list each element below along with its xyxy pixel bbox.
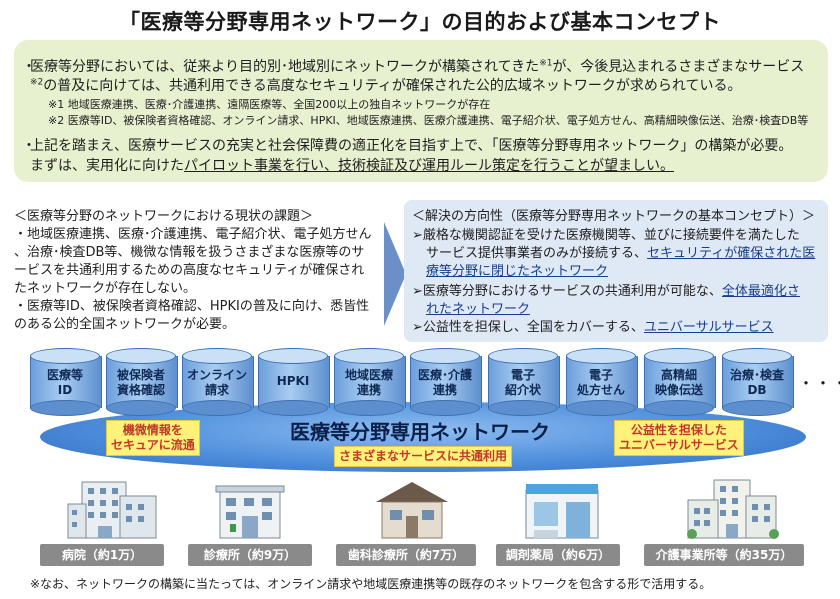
concept-line: ➢公益性を担保し、全国をカバーする、ユニバーサルサービス xyxy=(412,320,774,335)
more-services-ellipsis: ・・・・ xyxy=(798,374,840,393)
check-icon: ➢ xyxy=(412,320,423,335)
purpose-note-1: ※1 地域医療連携、医療･介護連携、遠隔医療等、全国200以上の独自ネットワーク… xyxy=(48,98,491,111)
purpose-line-1: 医療等分野においては、従来より目的別･地域別にネットワークが構築されてきた※1が… xyxy=(30,58,805,75)
issue-line: ービスを共通利用するための高度なセキュリティが確保され xyxy=(14,263,365,278)
network-title: 医療等分野専用ネットワーク xyxy=(290,420,550,444)
universal-service-label: 公益性を担保したユニバーサルサービス xyxy=(614,420,744,456)
footnote: ※なお、ネットワークの構築に当たっては、オンライン請求や地域医療連携等の既存のネ… xyxy=(30,577,712,591)
issues-heading: ＜医療等分野のネットワークにおける現状の課題＞ xyxy=(14,209,314,224)
facility-label-clinic: 診療所（約9万） xyxy=(188,544,312,566)
pharmacy-icon xyxy=(525,484,599,539)
concept-line: サービス提供事業者のみが接続する、セキュリティが確保された医 xyxy=(426,246,816,261)
issue-line: ・医療等ID、被保険者資格確認、HPKIの普及に向け、悉皆性 xyxy=(14,299,370,314)
purpose-line-2: ※2の普及に向けては、共通利用できる高度なセキュリティが確保された公的広域ネット… xyxy=(30,77,742,94)
concept-panel xyxy=(404,200,828,342)
direction-arrow xyxy=(384,222,406,326)
bullet-dot: ・ xyxy=(22,59,36,75)
purpose-panel xyxy=(14,40,828,182)
service-database-icon: 電子処方せん xyxy=(566,348,638,416)
hospital-icon xyxy=(67,481,157,539)
issue-line: たネットワークが存在しない。 xyxy=(14,281,197,296)
purpose-line-3: 上記を踏まえ、医療サービスの充実と社会保障費の適正化を目指す上で、「医療等分野専… xyxy=(30,138,793,154)
facility-label-hospital: 病院（約1万） xyxy=(40,544,164,566)
shared-use-label: さまざまなサービスに共通利用 xyxy=(334,446,513,467)
facility-label-pharmacy: 調剤薬局（約6万） xyxy=(496,544,620,566)
dental-clinic-icon xyxy=(376,482,448,539)
concept-line: ➢医療等分野におけるサービスの共通利用が可能な、全体最適化さ xyxy=(412,284,800,299)
care-facility-icon xyxy=(687,479,779,539)
concept-heading: ＜解決の方向性（医療等分野専用ネットワークの基本コンセプト）＞ xyxy=(412,209,816,224)
secure-flow-label: 機微情報をセキュアに流通 xyxy=(106,420,200,456)
page-title: 「医療等分野専用ネットワーク」の目的および基本コンセプト xyxy=(119,10,721,34)
service-database-icon: 被保険者資格確認 xyxy=(106,348,178,416)
concept-line: ➢厳格な機関認証を受けた医療機関等、並びに接続要件を満たした xyxy=(412,228,800,243)
service-database-icon: 電子紹介状 xyxy=(488,348,560,416)
service-database-icon: オンライン請求 xyxy=(182,348,254,416)
concept-line: 療等分野に閉じたネットワーク xyxy=(426,264,609,279)
facility-label-dental: 歯科診療所（約7万） xyxy=(336,544,476,566)
facility-label-care: 介護事業所等（約35万） xyxy=(644,544,804,566)
issue-line: のある公的全国ネットワークが必要。 xyxy=(14,317,236,332)
service-database-icon: HPKI xyxy=(258,348,330,416)
purpose-line-4: まずは、実用化に向けたパイロット事業を行い、技術検証及び運用ルール策定を行うこと… xyxy=(30,158,674,174)
concept-line: れたネットワーク xyxy=(426,302,531,317)
check-icon: ➢ xyxy=(412,228,423,243)
issue-line: 、治療･検査DB等、機微な情報を扱うさまざまな医療等のサ xyxy=(14,245,365,260)
service-database-icon: 高精細映像伝送 xyxy=(644,348,716,416)
service-database-icon: 医療･介護連携 xyxy=(410,348,482,416)
purpose-note-2: ※2 医療等ID、被保険者資格確認、オンライン請求、HPKI、地域医療連携、医療… xyxy=(48,114,809,127)
clinic-icon xyxy=(215,485,285,539)
bullet-dot: ・ xyxy=(22,138,36,154)
issue-line: ・地域医療連携、医療･介護連携、電子紹介状、電子処方せん xyxy=(14,227,372,242)
check-icon: ➢ xyxy=(412,284,423,299)
service-database-icon: 地域医療連携 xyxy=(334,348,406,416)
